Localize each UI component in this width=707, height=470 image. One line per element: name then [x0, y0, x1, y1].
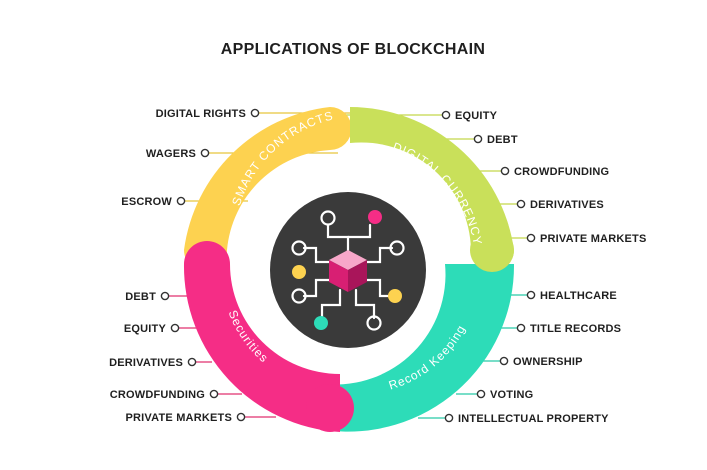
connector-marker [473, 134, 483, 144]
connector-marker [516, 199, 526, 209]
segment-digital-currency [350, 107, 514, 272]
network-node-yellow-left [292, 265, 306, 279]
network-node-teal [314, 316, 328, 330]
segment-record-keeping [302, 264, 515, 432]
application-label: PRIVATE MARKETS [540, 233, 647, 245]
connector-marker [476, 389, 486, 399]
application-label: WAGERS [146, 148, 196, 160]
application-label: EQUITY [455, 110, 498, 122]
connector-marker [187, 357, 197, 367]
application-label: CROWDFUNDING [110, 389, 205, 401]
connector-marker [250, 108, 260, 118]
connector-marker [160, 291, 170, 301]
application-label: DIGITAL RIGHTS [156, 108, 246, 120]
segment-smart-contracts [184, 107, 352, 272]
ring [183, 107, 515, 432]
connector-marker [200, 148, 210, 158]
application-label: DEBT [487, 134, 518, 146]
segment-cap-digital-currency [470, 228, 514, 272]
segment-securities [183, 241, 340, 432]
application-label: CROWDFUNDING [514, 166, 609, 178]
application-label: EQUITY [124, 323, 167, 335]
connector-marker [209, 389, 219, 399]
network-node-yellow-right [388, 289, 402, 303]
connector-marker [441, 110, 451, 120]
blockchain-network-icon [291, 210, 405, 331]
application-label: INTELLECTUAL PROPERTY [458, 413, 609, 425]
connector-marker [444, 413, 454, 423]
application-label: DERIVATIVES [530, 199, 604, 211]
diagram-title: APPLICATIONS OF BLOCKCHAIN [221, 41, 485, 58]
application-label: VOTING [490, 389, 533, 401]
application-label: ESCROW [121, 196, 172, 208]
connector-marker [516, 323, 526, 333]
connector-marker [176, 196, 186, 206]
application-label: OWNERSHIP [513, 356, 583, 368]
network-node-pink [368, 210, 382, 224]
application-label: DERIVATIVES [109, 357, 183, 369]
application-label: DEBT [125, 291, 156, 303]
connector-marker [526, 233, 536, 243]
segment-cap-securities [306, 384, 354, 432]
connector-marker [500, 166, 510, 176]
connector-marker [499, 356, 509, 366]
application-items: DIGITAL RIGHTS WAGERS ESCROW EQUITY DEBT CROW… [109, 108, 646, 425]
connector-marker [526, 290, 536, 300]
connector-marker [236, 412, 246, 422]
application-label: PRIVATE MARKETS [126, 412, 233, 424]
cube-icon [329, 250, 367, 292]
application-label: HEALTHCARE [540, 290, 617, 302]
application-label: TITLE RECORDS [530, 323, 621, 335]
connector-marker [170, 323, 180, 333]
